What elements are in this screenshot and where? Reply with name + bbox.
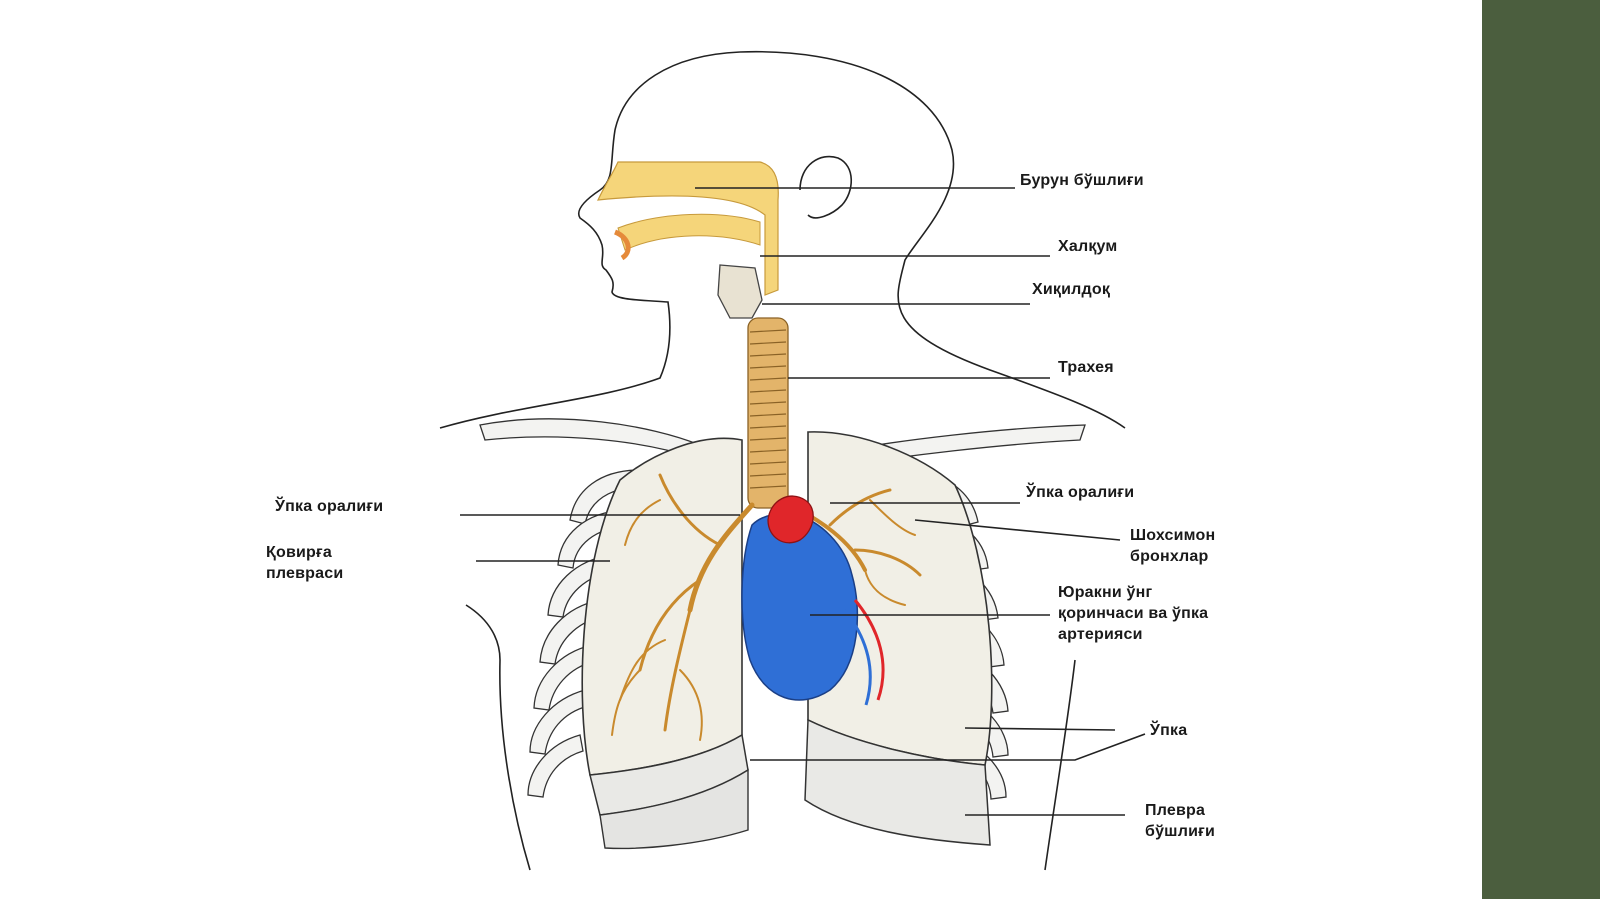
body-outline	[739, 50, 1126, 429]
label-nasal-cavity: Бурун бўшлиғи	[1020, 172, 1144, 189]
bronchi-left	[611, 473, 755, 741]
label-bronchi-2: бронхлар	[1130, 548, 1209, 565]
label-trachea: Трахея	[1058, 359, 1114, 376]
label-lung-space-left: Ўпка оралиғи	[1026, 484, 1135, 501]
leader-lines	[460, 187, 1146, 816]
label-lung: Ўпка	[1150, 722, 1188, 739]
label-costal-pleura-1: Қовирға	[266, 544, 332, 561]
label-pleural-cavity-2: бўшлиғи	[1145, 823, 1216, 840]
lips-shape	[613, 229, 631, 261]
trachea-shape	[747, 317, 789, 509]
lung-right-lower	[804, 718, 991, 846]
label-larynx: Хиқилдоқ	[1032, 281, 1111, 298]
label-ventricle-2: қоринчаси ва ўпка	[1058, 605, 1209, 622]
label-costal-pleura-2: плевраси	[266, 565, 344, 582]
pleura-left-lower	[599, 768, 749, 850]
side-panel	[1482, 0, 1600, 899]
face-outline	[439, 51, 741, 429]
label-bronchi-1: Шохсимон	[1130, 527, 1216, 544]
label-pleural-cavity-1: Плевра	[1145, 802, 1206, 819]
mouth-cavity-shape	[617, 213, 761, 251]
pulmonary-vessel-blue	[843, 609, 872, 706]
larynx-shape	[717, 264, 763, 319]
nasal-cavity-shape	[597, 161, 779, 296]
heart-aorta-shape	[767, 495, 814, 544]
shoulder-left	[465, 604, 531, 871]
label-pharynx: Халқум	[1058, 238, 1118, 255]
shoulder-right	[1044, 659, 1076, 871]
label-ventricle-3: артерияси	[1058, 626, 1143, 643]
label-ventricle-1: Юракни ўнг	[1058, 584, 1153, 601]
label-lung-space-right: Ўпка оралиғи	[275, 498, 384, 515]
pulmonary-vessel-red	[853, 599, 885, 701]
ear-outline	[799, 155, 853, 219]
trachea-rings	[749, 329, 787, 489]
